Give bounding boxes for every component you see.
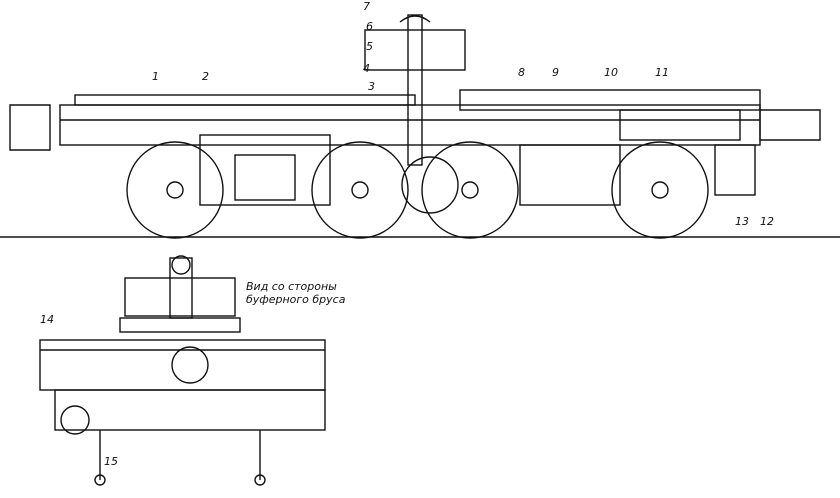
callout-1: 1: [152, 70, 159, 83]
side-view: [9, 14, 821, 239]
end-view: [39, 255, 326, 486]
caption-line-1: Вид со стороны: [246, 280, 337, 293]
callout-4: 4: [363, 62, 370, 75]
callout-8: 8: [518, 66, 525, 79]
callout-15: 15: [104, 455, 118, 468]
callout-3: 3: [368, 80, 375, 93]
callout-5: 5: [366, 40, 373, 53]
callout-10: 10: [604, 66, 618, 79]
callout-12: 12: [760, 215, 774, 228]
callout-14: 14: [40, 313, 54, 326]
caption-line-2: буферного бруса: [246, 293, 346, 306]
callout-6: 6: [366, 20, 373, 33]
callout-11: 11: [655, 66, 669, 79]
callout-7: 7: [363, 0, 370, 13]
view-caption: Вид со стороны буферного бруса: [246, 280, 345, 306]
callout-9: 9: [552, 66, 559, 79]
callout-13: 13: [735, 215, 749, 228]
callout-2: 2: [202, 70, 209, 83]
